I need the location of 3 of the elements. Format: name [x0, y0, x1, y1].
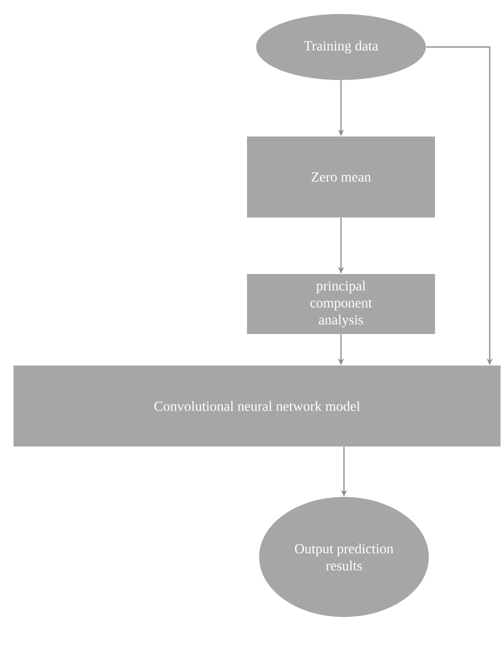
- process-box: Zero mean: [247, 136, 435, 218]
- process-box: Convolutional neural network model: [14, 366, 500, 446]
- process-box: principal component analysis: [247, 274, 435, 334]
